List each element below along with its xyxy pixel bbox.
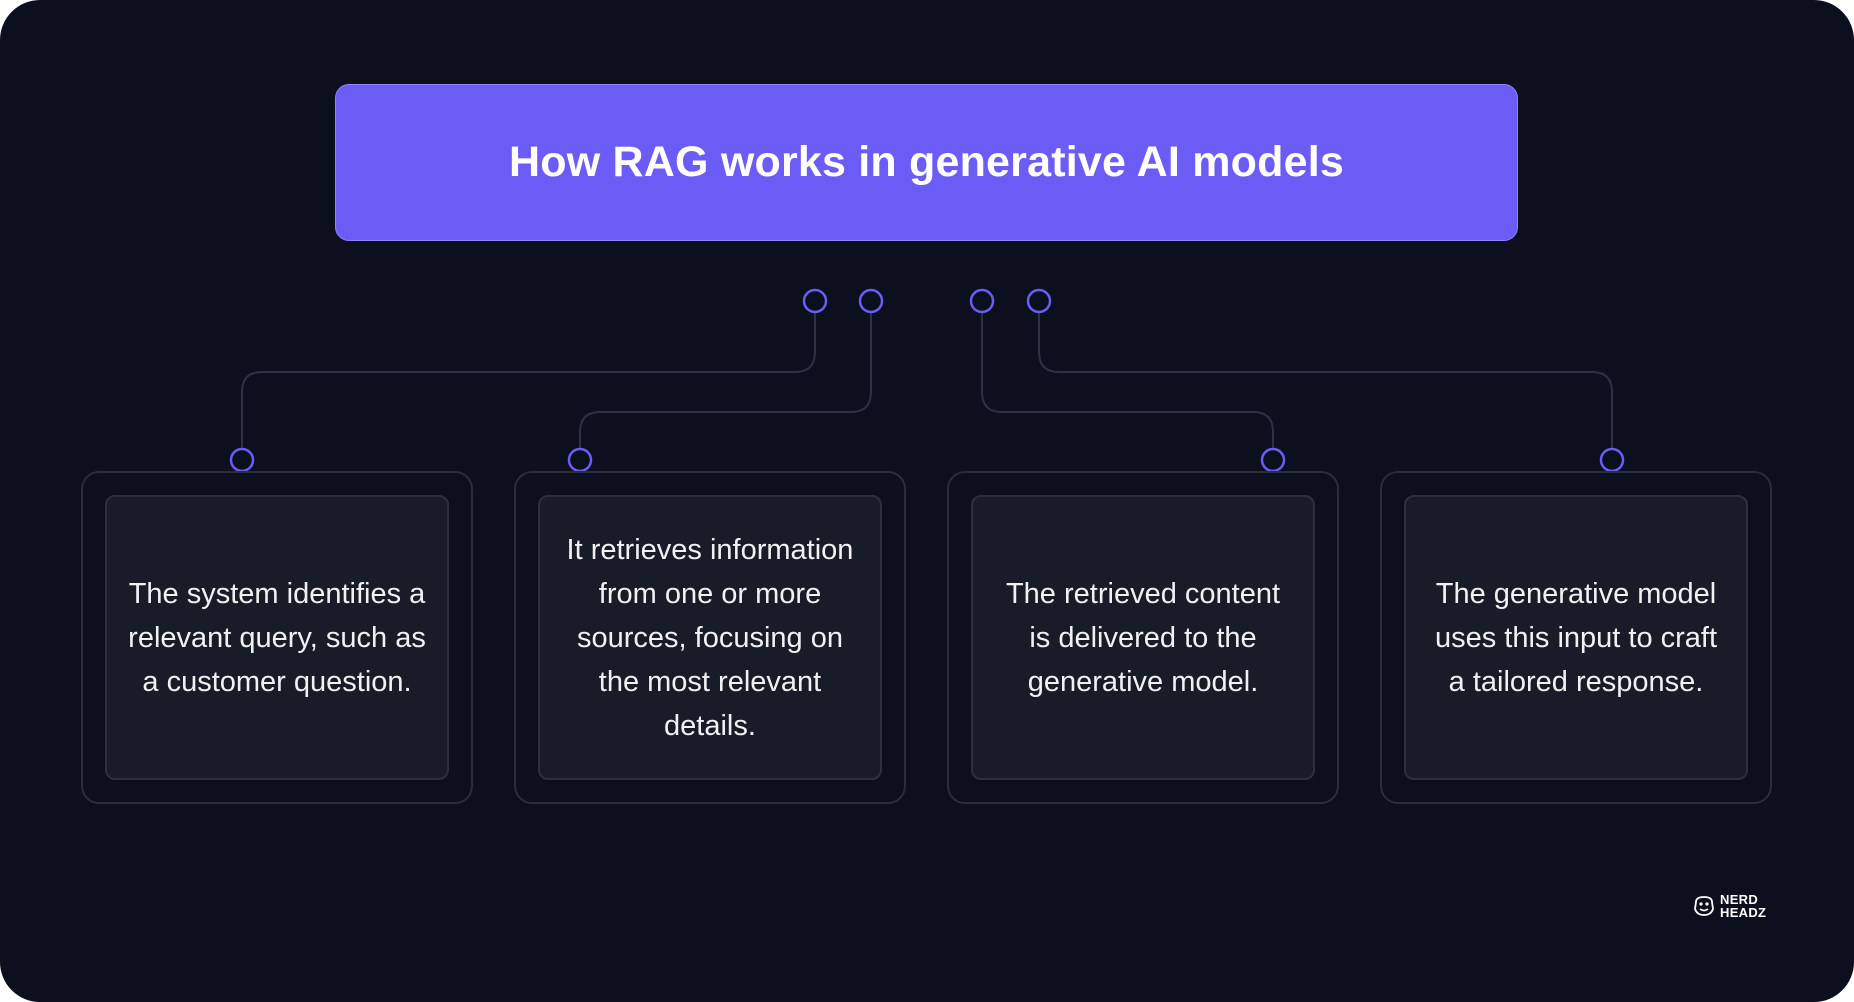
connector-line-step-1 [241,312,816,449]
step-2-text: It retrieves information from one or mor… [566,533,854,742]
step-card-3: The retrieved content is delivered to th… [947,471,1339,804]
step-card-2: It retrieves information from one or mor… [514,471,906,804]
step-card-4: The generative model uses this input to … [1380,471,1772,804]
step-card-1: The system identifies a relevant query, … [81,471,473,804]
step-card-2-inner: It retrieves information from one or mor… [538,495,882,780]
connector-dot-step-2 [567,447,593,473]
connector-line-step-3 [981,312,1274,449]
connector-dot-top-4 [1026,288,1052,314]
connector-dot-step-3 [1260,447,1286,473]
gorilla-head-icon [1694,896,1714,916]
step-card-4-inner: The generative model uses this input to … [1404,495,1748,780]
step-card-3-inner: The retrieved content is delivered to th… [971,495,1315,780]
connector-line-step-4 [1038,312,1613,449]
connector-dot-top-1 [802,288,828,314]
step-1-text: The system identifies a relevant query, … [128,577,426,698]
logo-line-1: NERD [1720,892,1759,907]
title-box: How RAG works in generative AI models [335,84,1518,241]
connector-dot-step-4 [1599,447,1625,473]
connector-dot-step-1 [229,447,255,473]
step-4-text: The generative model uses this input to … [1434,577,1718,698]
diagram-title: How RAG works in generative AI models [509,138,1344,186]
connector-dot-top-3 [969,288,995,314]
step-3-text: The retrieved content is delivered to th… [1005,577,1281,698]
nerdheadz-logo: NERD HEADZ [1693,893,1766,919]
connector-dot-top-2 [858,288,884,314]
step-card-1-inner: The system identifies a relevant query, … [105,495,449,780]
logo-line-2: HEADZ [1720,905,1767,920]
connector-line-step-2 [579,312,872,449]
